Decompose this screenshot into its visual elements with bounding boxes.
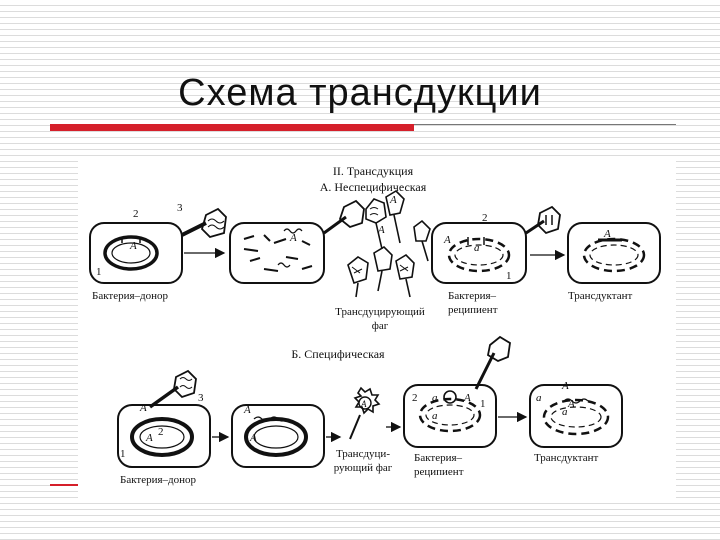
donor-cell-a [89, 207, 227, 284]
gene-label: A [463, 392, 471, 404]
marker-number: 1 [506, 270, 512, 282]
transducing-phage-label: Трансдуцирующий [335, 306, 425, 318]
gene-label: A [377, 224, 385, 236]
gene-label: A [567, 398, 575, 410]
recipient-cell-a [431, 205, 561, 284]
transducing-phages-a [347, 189, 431, 298]
bottom-accent-line [50, 484, 78, 486]
infected-cell-a [229, 199, 365, 284]
donor-label: Бактерия–донор [120, 474, 197, 486]
gene-label: A [249, 432, 257, 444]
recipient-label: Бактерия– [448, 290, 497, 302]
recipient-label: реципиент [448, 304, 498, 316]
gene-label: A [129, 240, 137, 252]
gene-label: a [474, 242, 480, 254]
marker-number: 2 [133, 208, 139, 220]
heading-nonspecific: А. Неспецифическая [320, 180, 427, 194]
gene-label: A [561, 380, 569, 392]
marker-number: 3 [198, 392, 204, 404]
transductant-label: Трансдуктант [568, 290, 632, 302]
gene-label: a [536, 392, 542, 404]
marker-number: 1 [96, 266, 102, 278]
infected-cell-b [231, 404, 325, 468]
marker-number: 1 [480, 398, 486, 410]
gene-label: A [145, 432, 153, 444]
donor-cell-b [117, 369, 211, 468]
transduction-figure: II. Трансдукция А. Неспецифическая Б. Сп… [78, 157, 676, 499]
marker-number: 2 [482, 212, 488, 224]
marker-number: 3 [177, 202, 183, 214]
transducing-phage-label: Трансдуци- [336, 448, 390, 460]
gene-label: a [562, 406, 568, 418]
marker-number: 2 [158, 426, 164, 438]
transducing-phage-label: фаг [372, 320, 389, 332]
gene-label: A [443, 234, 451, 246]
gene-label: A [139, 402, 147, 414]
gene-label: A [389, 194, 397, 206]
transductant-cell-a [567, 222, 661, 284]
recipient-label: Бактерия– [414, 452, 463, 464]
marker-number: 1 [120, 448, 126, 460]
recipient-label: реципиент [414, 466, 464, 478]
transducing-phage-label: рующий фаг [334, 462, 393, 474]
transduction-diagram: II. Трансдукция А. Неспецифическая Б. Сп… [89, 164, 661, 486]
marker-number: 2 [412, 392, 418, 404]
heading-transduction: II. Трансдукция [333, 164, 414, 178]
gene-label: A [289, 232, 297, 244]
gene-label: a [432, 410, 438, 422]
transducing-phage-b [349, 386, 381, 440]
donor-label: Бактерия–донор [92, 290, 169, 302]
slide-title: Схема трансдукции [178, 72, 542, 114]
gene-label: A [243, 404, 251, 416]
title-underline-red [50, 124, 414, 131]
title-underline-thin [414, 124, 676, 125]
gene-label: a [432, 392, 438, 404]
transductant-label: Трансдуктант [534, 452, 598, 464]
gene-label: A [603, 228, 611, 240]
heading-specific: Б. Специфическая [291, 347, 385, 361]
gene-label: A [360, 399, 367, 409]
recipient-cell-b [403, 335, 511, 448]
transductant-cell-b [529, 384, 623, 448]
